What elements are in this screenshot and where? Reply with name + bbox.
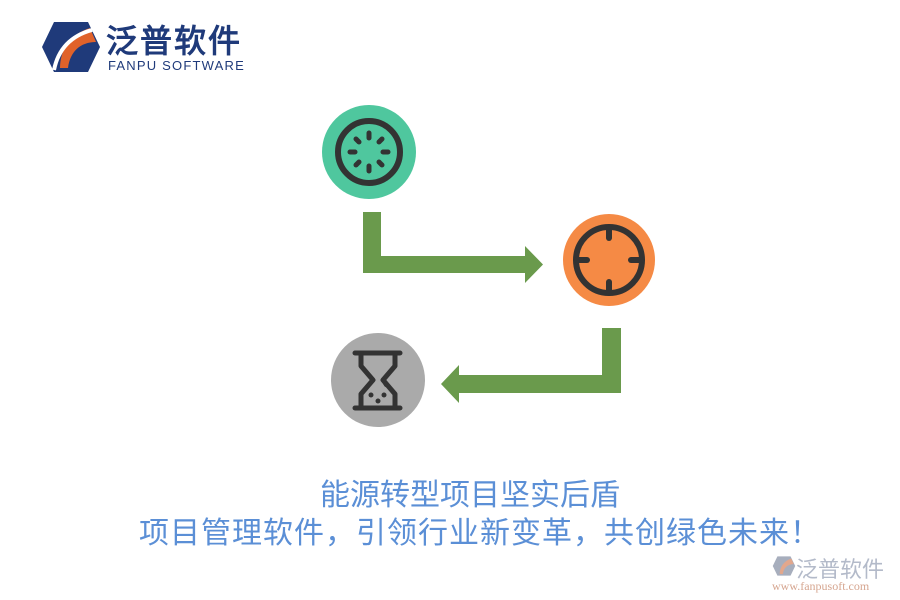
crosshair-target-icon	[573, 224, 645, 296]
node-start	[322, 105, 416, 199]
arrow-left	[441, 328, 621, 403]
node-target	[563, 214, 655, 306]
logo-chinese-name: 泛普软件	[106, 22, 243, 60]
arrow-right	[363, 212, 543, 283]
brand-logo: 泛普软件 FANPU SOFTWARE	[40, 18, 270, 76]
watermark-logo-icon	[772, 556, 796, 576]
hourglass-icon	[352, 350, 403, 411]
watermark: 泛普软件 www.fanpusoft.com	[770, 552, 895, 596]
logo-english-name: FANPU SOFTWARE	[108, 58, 245, 73]
process-flow-diagram	[322, 105, 655, 427]
watermark-name: 泛普软件	[796, 558, 885, 583]
caption-subtitle: 项目管理软件，引领行业新变革，共创绿色未来！	[139, 516, 821, 551]
caption-title: 能源转型项目坚实后盾	[320, 478, 620, 513]
node-wait	[331, 333, 425, 427]
watermark-url: www.fanpusoft.com	[772, 579, 870, 593]
fanpu-hexagon-logo-icon	[42, 22, 100, 72]
loading-spinner-icon	[335, 118, 403, 186]
